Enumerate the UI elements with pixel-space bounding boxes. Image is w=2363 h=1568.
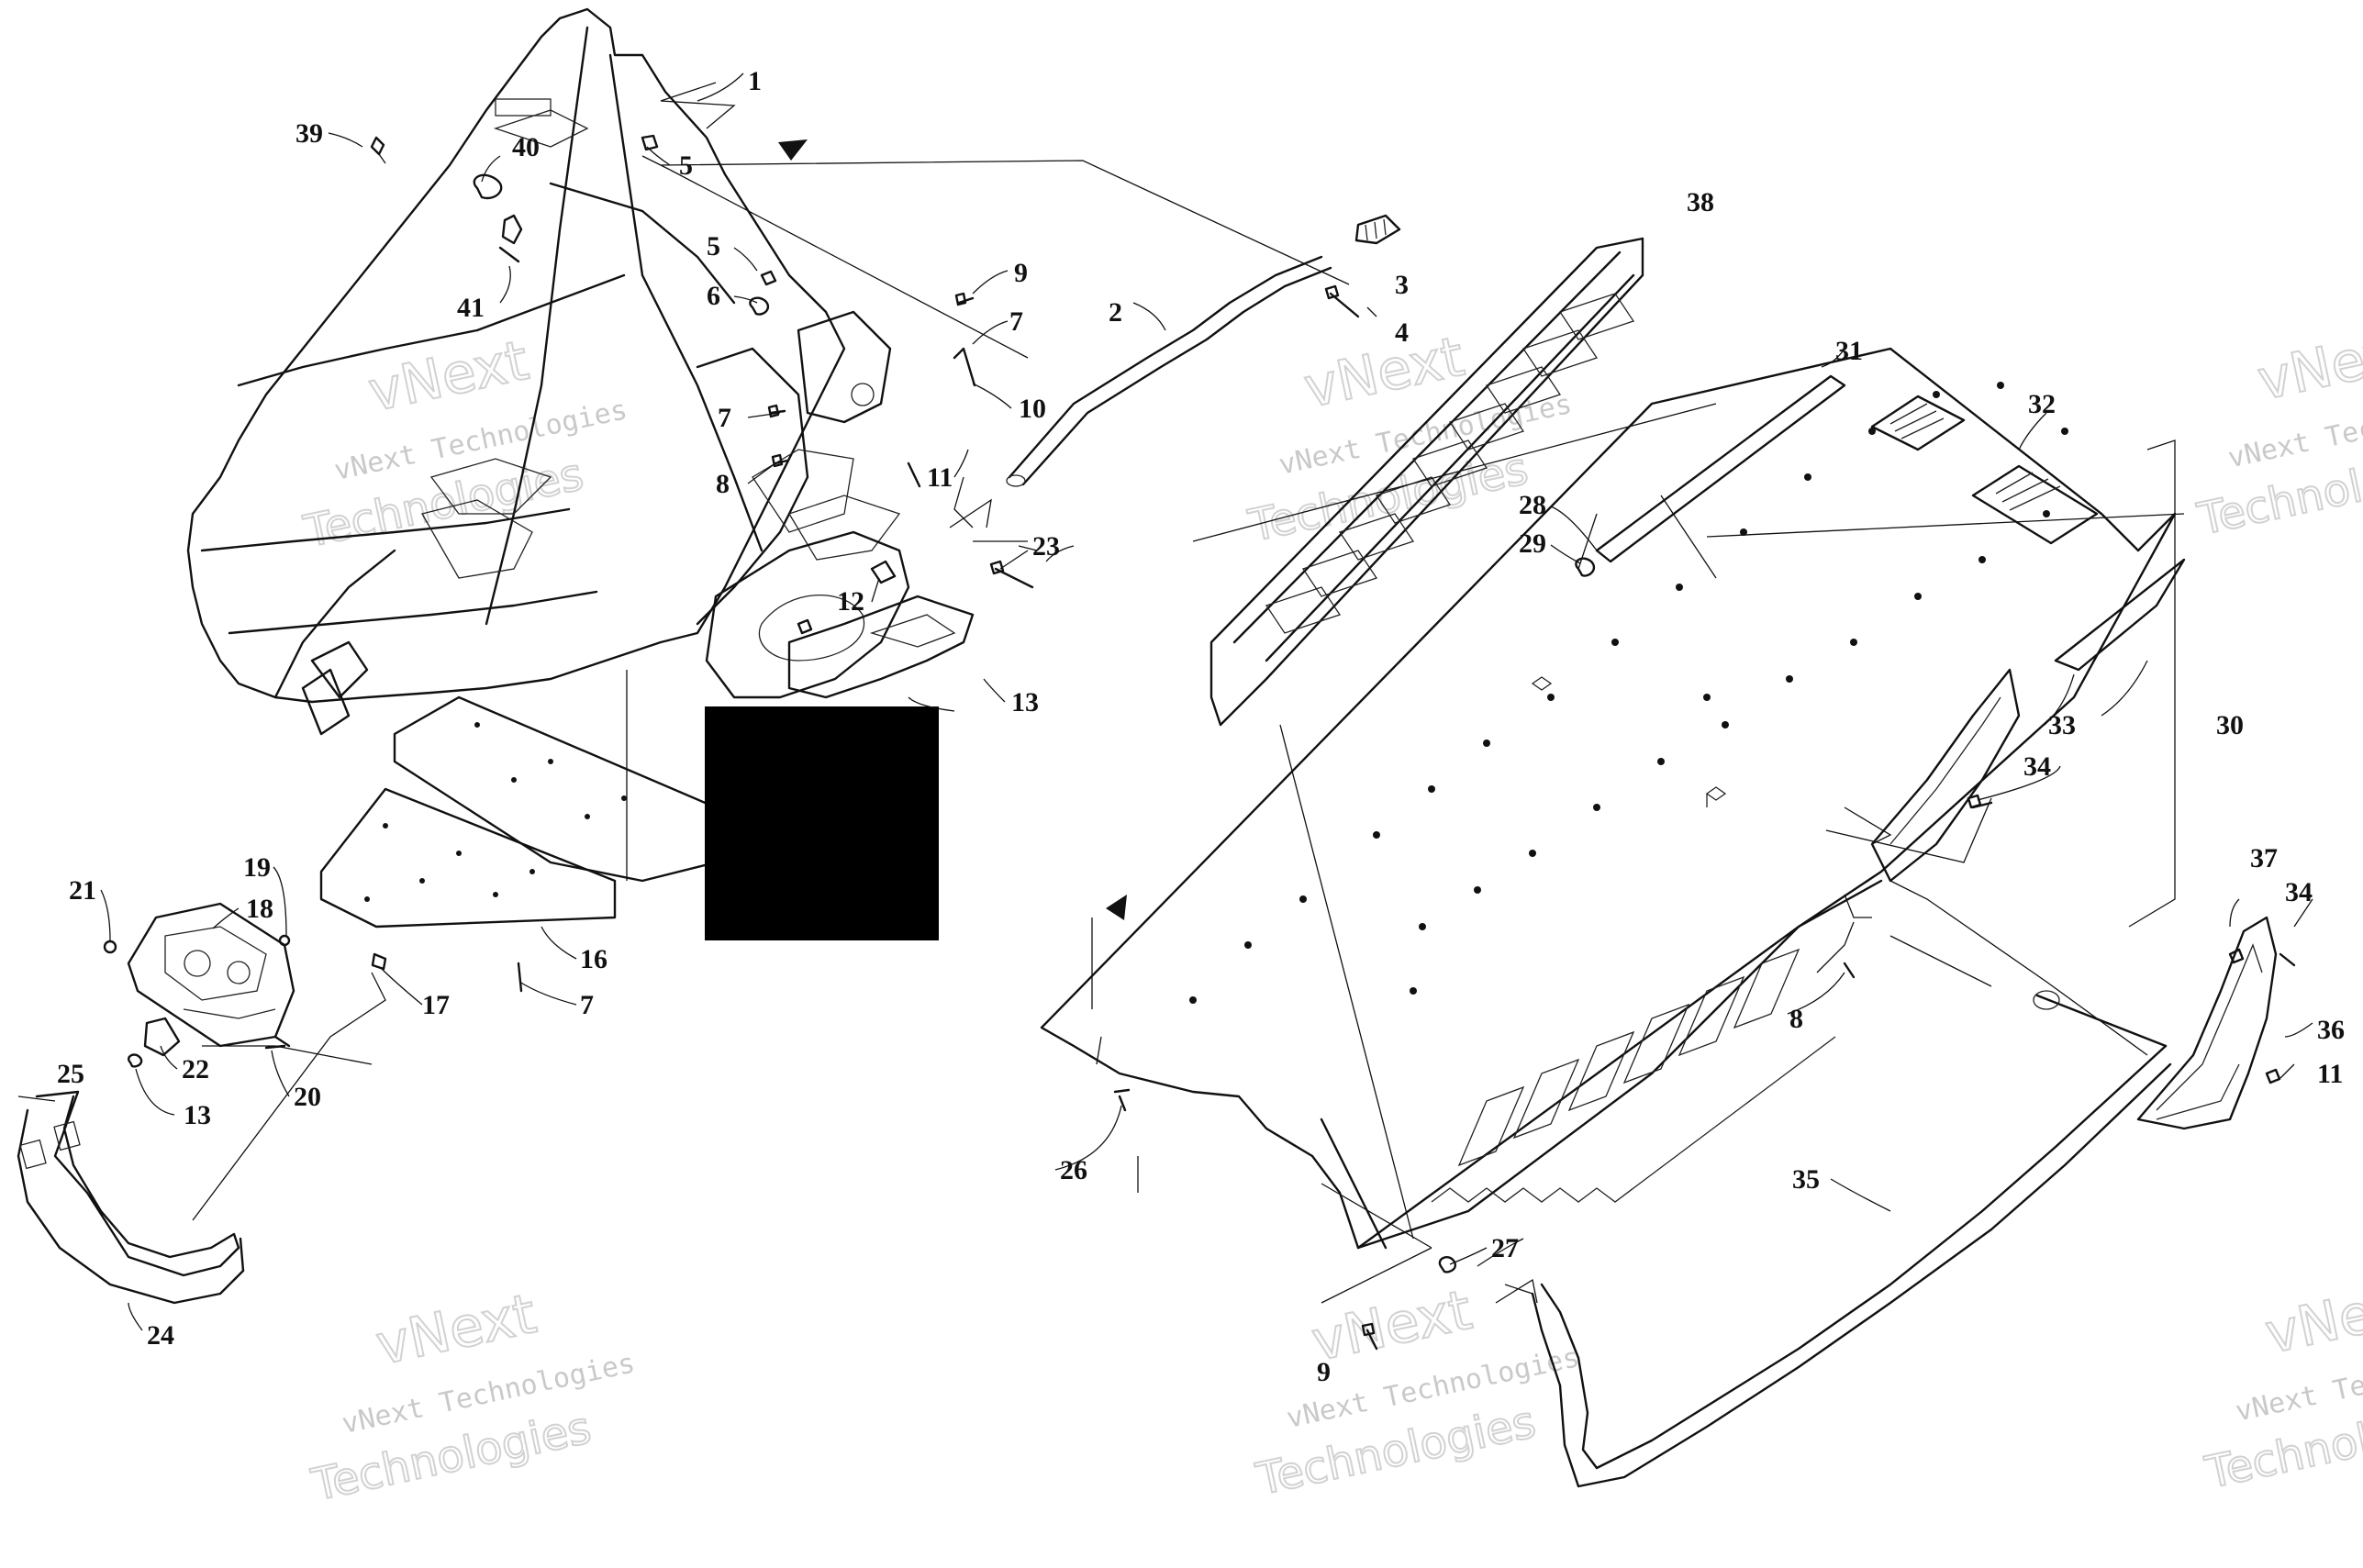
tunnel-vents	[1457, 948, 1800, 1167]
callout-40: 40	[512, 132, 540, 162]
callout-27: 27	[1491, 1233, 1519, 1263]
callout-3: 3	[1395, 270, 1409, 300]
callout-41: 41	[457, 293, 485, 323]
footrest-part-38	[1209, 237, 1644, 727]
watermark-vnext: vNext	[371, 1282, 541, 1378]
callout-11-brace: 11	[2317, 1059, 2343, 1089]
callout-31: 31	[1835, 336, 1863, 366]
fasteners-tunnel	[1113, 557, 2296, 1351]
callout-2: 2	[1109, 297, 1122, 328]
callout-labels: 1 2 3 4 5 5 6 7 7 7 8 8 9 9 10 11 11 12 …	[57, 66, 2345, 1387]
callout-37: 37	[2250, 843, 2278, 873]
callout-10: 10	[1019, 394, 1046, 424]
rear-bumper-part-35	[1531, 990, 2172, 1488]
callout-17: 17	[422, 990, 450, 1020]
support-part-33	[2054, 558, 2186, 672]
callout-5-frame: 5	[679, 150, 693, 181]
callout-12: 12	[837, 586, 864, 617]
frame-assembly	[186, 7, 901, 736]
callout-6: 6	[707, 281, 720, 311]
watermark-top-right: vNext vNext Technologies Technologies	[2192, 316, 2363, 546]
callout-34-brace: 34	[2285, 877, 2313, 907]
trim-part-28	[1595, 374, 1846, 563]
callout-28: 28	[1519, 490, 1546, 520]
callout-33: 33	[2048, 710, 2076, 740]
callout-9-frame: 9	[1014, 258, 1028, 288]
callout-18: 18	[246, 894, 273, 924]
callout-25: 25	[57, 1059, 84, 1089]
callout-38: 38	[1687, 187, 1714, 217]
callout-21: 21	[69, 875, 96, 906]
skid-plate-part-16	[319, 787, 617, 929]
grip-part-3	[1354, 214, 1401, 245]
callout-7-upper: 7	[1009, 306, 1023, 337]
callout-13-bracket: 13	[1011, 687, 1039, 717]
watermark-bottom-middle: vNext vNext Technologies Technologies	[1251, 1277, 1582, 1507]
callout-29: 29	[1519, 528, 1546, 559]
steering-post-part-18	[127, 902, 295, 1048]
callout-34-tunnel: 34	[2023, 751, 2051, 782]
rear-brace-part-36	[2136, 916, 2278, 1130]
fasteners-steering	[103, 934, 523, 1068]
bracket-part-12	[787, 560, 975, 699]
redaction-block	[705, 706, 939, 940]
callout-24: 24	[147, 1320, 174, 1351]
watermark-vnext: vNext	[1307, 1278, 1477, 1374]
callout-32: 32	[2028, 389, 2056, 419]
callout-23: 23	[1032, 531, 1060, 562]
decal-part-32	[1971, 464, 2099, 545]
callout-22: 22	[182, 1054, 209, 1084]
direction-arrows	[778, 139, 1892, 1304]
hardware-frame-fasteners	[370, 134, 1034, 589]
bolt-part-4	[1324, 284, 1360, 318]
tunnel-side-brace	[1870, 668, 2021, 883]
watermark-bottom-right: vNext vNext Technologies Technologies	[2200, 1270, 2363, 1500]
skid-plate-upper	[393, 695, 718, 883]
callout-20: 20	[294, 1082, 321, 1112]
decal-part-31	[1870, 395, 1966, 451]
callout-9-tunnel: 9	[1317, 1357, 1331, 1387]
callout-19: 19	[243, 852, 271, 883]
watermark-vnext: vNext	[2252, 317, 2363, 413]
callout-7-middle: 7	[718, 403, 731, 433]
callout-4: 4	[1395, 317, 1409, 348]
watermark-vnext: vNext	[1299, 325, 1469, 421]
callout-30: 30	[2216, 710, 2244, 740]
leader-lines	[17, 72, 2313, 1304]
grip-part-22	[143, 1017, 181, 1057]
callout-36: 36	[2317, 1015, 2345, 1045]
callout-16: 16	[580, 944, 607, 974]
callout-39: 39	[295, 118, 323, 149]
callout-1: 1	[748, 66, 762, 96]
frame-side-plate	[705, 530, 910, 699]
callout-11-frame: 11	[927, 462, 953, 493]
callout-13-steering: 13	[184, 1100, 211, 1130]
callout-7-lower: 7	[580, 990, 594, 1020]
bumper-part-24	[17, 1090, 245, 1305]
watermark-top-left: vNext vNext Technologies Technologies	[298, 328, 630, 559]
callout-pointers	[100, 132, 2075, 1331]
callout-5-bracket: 5	[707, 231, 720, 261]
watermark-vnext: vNext	[363, 328, 534, 425]
tunnel-part-30	[1040, 347, 2177, 1250]
watermark-bottom-left: vNext vNext Technologies Technologies	[307, 1281, 638, 1512]
watermark-vnext: vNext	[2260, 1271, 2363, 1367]
callout-8-frame: 8	[716, 469, 730, 499]
callout-35: 35	[1792, 1164, 1820, 1195]
handlebar-part-2	[1006, 255, 1332, 487]
callout-26: 26	[1060, 1155, 1087, 1185]
